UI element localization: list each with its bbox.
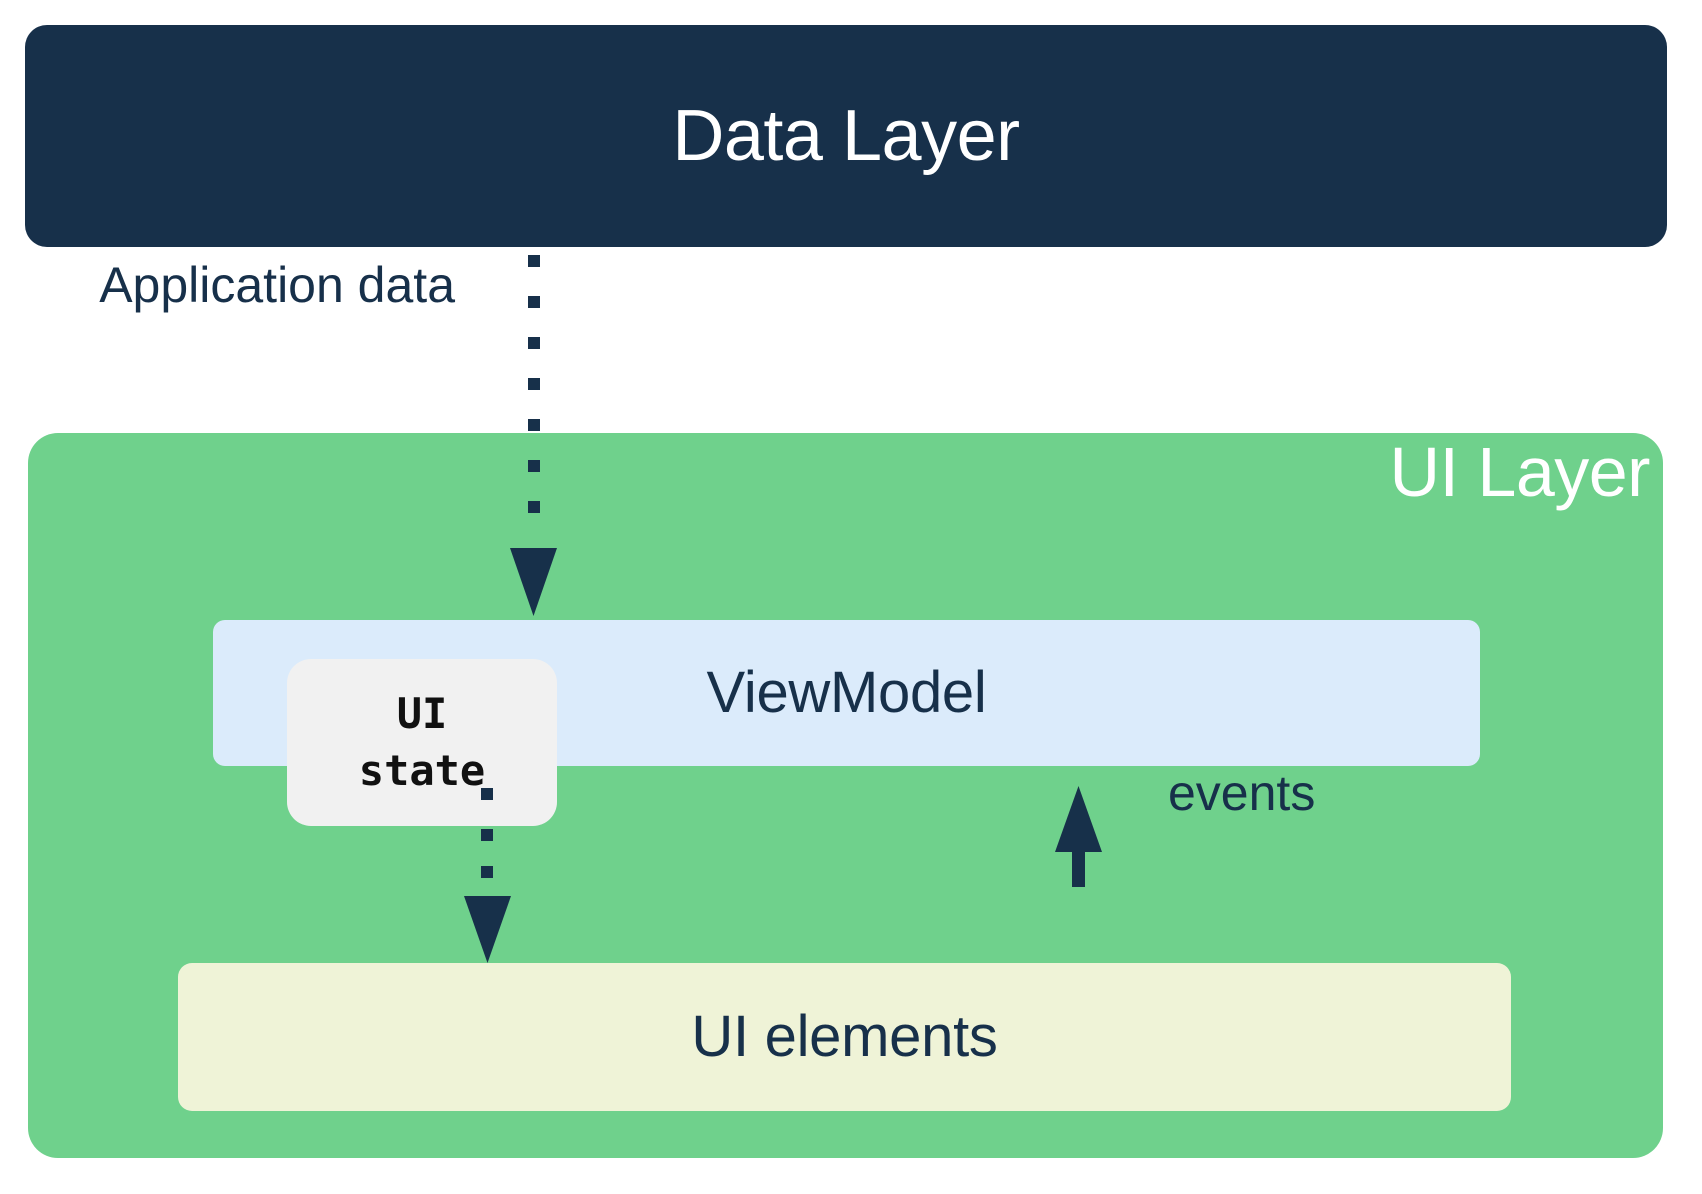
events-label: events <box>1168 765 1316 821</box>
application-data-label: Application data <box>99 257 455 313</box>
viewmodel-label: ViewModel <box>706 660 987 725</box>
ui-state-line-1: UI <box>396 688 448 738</box>
ui-state-chip: UI state <box>287 659 557 826</box>
ui-elements-label: UI elements <box>691 1004 998 1069</box>
ui-state-line-2: state <box>358 745 486 795</box>
ui-elements-box: UI elements <box>178 963 1511 1111</box>
data-layer-box: Data Layer <box>25 25 1667 247</box>
data-layer-title: Data Layer <box>672 96 1020 176</box>
ui-layer-title: UI Layer <box>1389 433 1650 511</box>
